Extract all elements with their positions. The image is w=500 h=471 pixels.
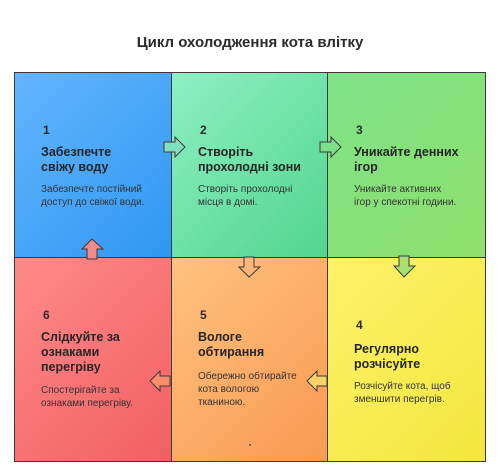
step-4-card: 4 Регулярно розчісуйте Розчісуйте кота, … bbox=[327, 257, 486, 462]
step-1-title-line: свіжу воду bbox=[41, 160, 109, 174]
step-2-desc-line: Створіть прохолодні bbox=[198, 184, 293, 195]
step-2-desc-line: місця в домі. bbox=[198, 197, 258, 208]
arrow-left-icon bbox=[306, 370, 328, 392]
step-6-desc-line: ознаками перегріву. bbox=[41, 398, 133, 409]
step-3-description: Уникайте активних ігор у спекотні години… bbox=[354, 183, 482, 209]
arrow-left-icon bbox=[149, 370, 171, 392]
step-5-desc-line: кота вологою bbox=[198, 384, 260, 395]
step-6-title-line: Слідкуйте за bbox=[41, 330, 120, 344]
arrow-up-icon bbox=[81, 238, 105, 260]
step-6-number: 6 bbox=[43, 308, 50, 322]
step-4-title-line: Регулярно bbox=[354, 342, 420, 356]
decorative-dot bbox=[249, 444, 251, 446]
step-5-title-line: обтирання bbox=[198, 345, 265, 359]
step-3-number: 3 bbox=[356, 123, 363, 137]
arrow-down-icon bbox=[393, 255, 417, 278]
step-6-title: Слідкуйте за ознаками перегріву bbox=[41, 330, 161, 375]
step-5-card: 5 Вологе обтирання Обережно обтирайте ко… bbox=[171, 257, 328, 462]
cooling-cycle-grid: 1 Забезпечте свіжу воду Забезпечте пості… bbox=[14, 72, 486, 462]
step-3-title: Уникайте денних ігор bbox=[354, 145, 484, 175]
step-4-title-line: розчісуйте bbox=[354, 357, 421, 371]
step-4-title: Регулярно розчісуйте bbox=[354, 342, 474, 372]
step-3-desc-line: ігор у спекотні години. bbox=[354, 197, 457, 208]
step-3-title-line: Уникайте денних bbox=[354, 145, 459, 159]
step-2-description: Створіть прохолодні місця в домі. bbox=[198, 183, 316, 209]
step-5-description: Обережно обтирайте кота вологою тканиною… bbox=[198, 370, 316, 409]
step-2-title-line: Створіть bbox=[198, 145, 254, 159]
step-2-card: 2 Створіть прохолодні зони Створіть прох… bbox=[171, 72, 328, 258]
arrow-right-icon bbox=[163, 136, 186, 158]
step-6-desc-line: Спостерігайте за bbox=[41, 385, 120, 396]
step-5-number: 5 bbox=[200, 308, 207, 322]
step-1-desc-line: Забезпечте постійний bbox=[41, 184, 142, 195]
step-6-description: Спостерігайте за ознаками перегріву. bbox=[41, 384, 159, 410]
step-1-card: 1 Забезпечте свіжу воду Забезпечте пості… bbox=[14, 72, 172, 258]
step-4-number: 4 bbox=[356, 318, 363, 332]
step-3-desc-line: Уникайте активних bbox=[354, 184, 442, 195]
step-3-card: 3 Уникайте денних ігор Уникайте активних… bbox=[327, 72, 486, 258]
step-1-desc-line: доступ до свіжої води. bbox=[41, 197, 145, 208]
step-2-title: Створіть прохолодні зони bbox=[198, 145, 326, 175]
step-4-desc-line: зменшити перегрів. bbox=[354, 394, 445, 405]
step-4-desc-line: Розчісуйте кота, щоб bbox=[354, 381, 451, 392]
arrow-right-icon bbox=[319, 136, 342, 158]
step-1-description: Забезпечте постійний доступ до свіжої во… bbox=[41, 183, 159, 209]
step-2-number: 2 bbox=[200, 123, 207, 137]
diagram-title: Цикл охолодження кота влітку bbox=[136, 34, 364, 51]
step-6-card: 6 Слідкуйте за ознаками перегріву Спосте… bbox=[14, 257, 172, 462]
step-5-desc-line: Обережно обтирайте bbox=[198, 371, 297, 382]
step-1-number: 1 bbox=[43, 123, 50, 137]
step-6-title-line: перегріву bbox=[41, 360, 101, 374]
step-5-title-line: Вологе bbox=[198, 330, 242, 344]
step-5-title: Вологе обтирання bbox=[198, 330, 318, 360]
step-1-title-line: Забезпечте bbox=[41, 145, 112, 159]
step-2-title-line: прохолодні зони bbox=[198, 160, 301, 174]
arrow-down-icon bbox=[238, 256, 262, 278]
step-5-desc-line: тканиною. bbox=[198, 397, 246, 408]
step-1-title: Забезпечте свіжу воду bbox=[41, 145, 161, 175]
step-3-title-line: ігор bbox=[354, 160, 378, 174]
step-6-title-line: ознаками bbox=[41, 345, 100, 359]
step-4-description: Розчісуйте кота, щоб зменшити перегрів. bbox=[354, 380, 472, 406]
